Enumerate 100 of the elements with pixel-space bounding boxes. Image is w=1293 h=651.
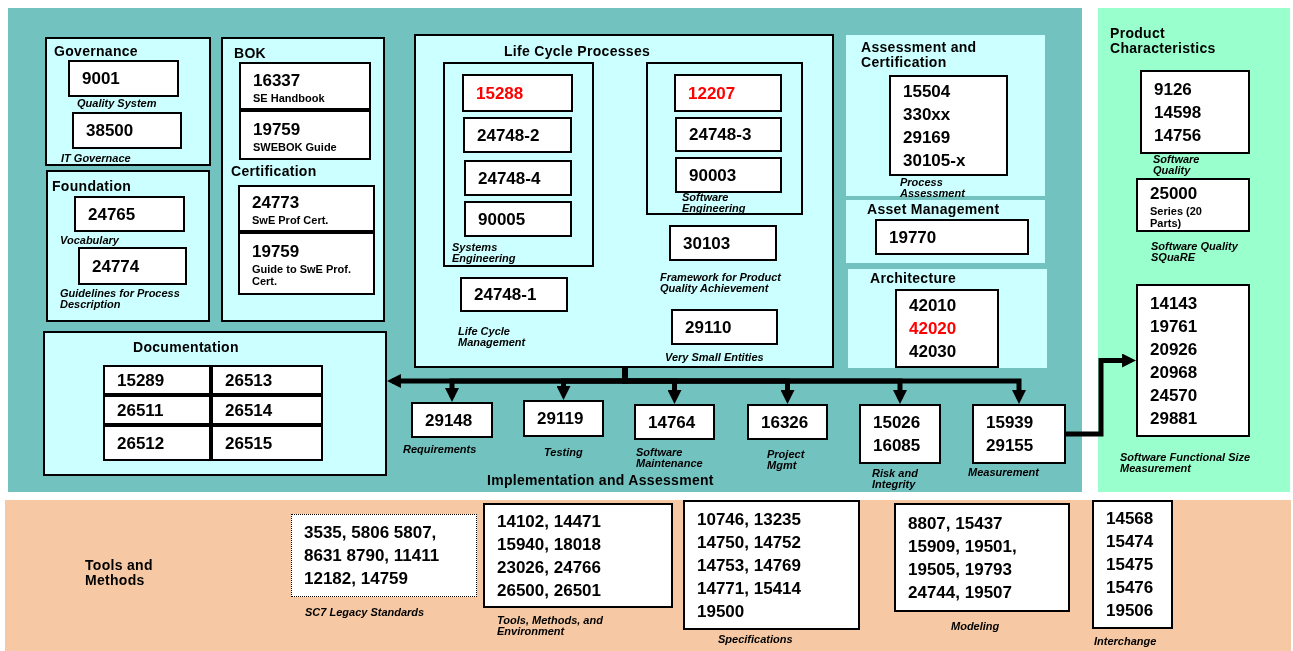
standard-box <box>462 74 573 112</box>
standard-number: 90003 <box>689 164 738 187</box>
box-caption: Software Quality SQuaRE <box>1151 241 1239 263</box>
box-caption: Vocabulary <box>60 235 120 246</box>
standard-number: 15476 <box>1106 577 1155 599</box>
standard-box <box>1140 70 1250 154</box>
standard-title: Series (20 Parts) <box>1150 204 1203 229</box>
standard-box <box>875 219 1029 255</box>
standard-box <box>411 402 493 438</box>
box-caption: Specifications <box>718 634 794 645</box>
standard-number: 15026 <box>873 412 922 434</box>
standard-number: 15288 <box>476 82 525 105</box>
standard-number: 14764 <box>648 411 697 434</box>
standard-number: 14598 <box>1154 101 1203 124</box>
standard-box <box>72 112 182 149</box>
standard-box <box>291 514 477 597</box>
standard-number: 29110 <box>685 316 733 339</box>
standard-number: 3535, 5806 5807, 8631 8790, 11411 12182, 14759 <box>304 522 441 590</box>
box-caption: Very Small Entities <box>665 352 765 363</box>
standard-number: 16085 <box>873 435 922 457</box>
standard-box <box>463 117 572 153</box>
group-label: Systems Engineering <box>452 242 517 264</box>
standard-box <box>859 404 941 464</box>
category-panel <box>846 35 1045 196</box>
standard-number: 19761 <box>1150 315 1199 338</box>
standard-number: 38500 <box>86 120 135 142</box>
category-panel <box>848 269 1047 368</box>
standard-number: 14756 <box>1154 124 1203 147</box>
standard-number: 19759 <box>253 118 302 141</box>
standard-number: 19506 <box>1106 600 1155 622</box>
standard-box <box>103 365 211 395</box>
standard-number: 42030 <box>909 341 958 363</box>
box-caption: Project Mgmt <box>767 449 806 471</box>
standard-number: 20926 <box>1150 338 1199 361</box>
group-heading: Product Characteristics <box>1110 26 1217 56</box>
standard-number: 14143 <box>1150 292 1199 315</box>
standard-number: 15289 <box>117 369 166 392</box>
box-caption: Life Cycle Management <box>458 326 527 348</box>
standard-number: 19770 <box>889 226 938 249</box>
group-label: Software Engineering <box>682 192 747 214</box>
standard-number: 9126 <box>1154 78 1193 101</box>
box-caption: Requirements <box>403 444 478 455</box>
standard-box <box>674 74 782 112</box>
group-heading: BOK <box>234 46 267 61</box>
standard-number: 24765 <box>88 203 137 226</box>
standard-number: 29148 <box>425 409 474 432</box>
standard-number: 42010 <box>909 295 958 317</box>
standard-box <box>211 365 323 395</box>
standard-number: 24748-2 <box>477 124 541 147</box>
standard-box <box>238 232 375 295</box>
standard-box <box>675 157 782 193</box>
box-caption: Framework for Product Quality Achievement <box>660 272 783 294</box>
standard-number: 30103 <box>683 232 732 255</box>
standard-number: 24773 <box>252 192 301 214</box>
arrow <box>1066 353 1137 437</box>
standard-number: 30105-x <box>903 149 967 172</box>
standard-number: 24748-4 <box>478 167 542 190</box>
standard-box <box>675 117 782 152</box>
standard-title: Guide to SwE Prof. Cert. <box>252 263 352 287</box>
group-heading: Governance <box>54 44 139 59</box>
standard-number: 14102, 14471 15940, 18018 23026, 24766 26500, 26501 <box>497 510 602 602</box>
standard-number: 15504 <box>903 80 952 103</box>
standard-box <box>523 400 604 437</box>
group-heading: Documentation <box>133 340 240 355</box>
standard-number: 29119 <box>537 408 585 430</box>
standard-number: 24748-1 <box>474 284 538 306</box>
standard-number: 15475 <box>1106 554 1155 576</box>
standard-box <box>78 247 187 285</box>
standard-number: 10746, 13235 14750, 14752 14753, 14769 14771, 15414 19500 <box>697 508 802 623</box>
standard-box <box>239 62 371 110</box>
group-panel <box>414 34 834 368</box>
box-caption: Software Maintenance <box>636 447 704 469</box>
standard-number: 26511 <box>117 399 165 422</box>
standard-number: 90005 <box>478 208 527 231</box>
group-panel <box>45 37 211 166</box>
standard-number: 19759 <box>252 241 301 263</box>
standard-number: 24774 <box>92 255 141 278</box>
standard-box <box>895 289 999 368</box>
standard-box <box>671 309 778 345</box>
standard-box <box>1136 284 1250 437</box>
standard-box <box>238 185 375 232</box>
standard-number: 26515 <box>225 432 274 455</box>
box-caption: Testing <box>544 447 584 458</box>
box-caption: Modeling <box>951 621 1001 632</box>
standard-number: 330xx <box>903 103 952 126</box>
category-panel <box>846 200 1045 263</box>
standard-number: 29881 <box>1150 407 1199 430</box>
standard-number: 24748-3 <box>689 124 753 146</box>
standard-box <box>211 425 323 461</box>
standard-box <box>972 404 1066 464</box>
standard-number: 15939 <box>986 412 1035 434</box>
group-heading: Asset Management <box>867 202 1001 217</box>
standard-box <box>68 60 179 97</box>
standard-number: 26513 <box>225 369 274 392</box>
group-panel <box>443 62 594 267</box>
standard-box <box>634 404 715 440</box>
group-panel <box>221 37 385 322</box>
standard-box <box>1092 500 1173 629</box>
box-caption: Measurement <box>968 467 1041 478</box>
standard-box <box>211 395 323 425</box>
